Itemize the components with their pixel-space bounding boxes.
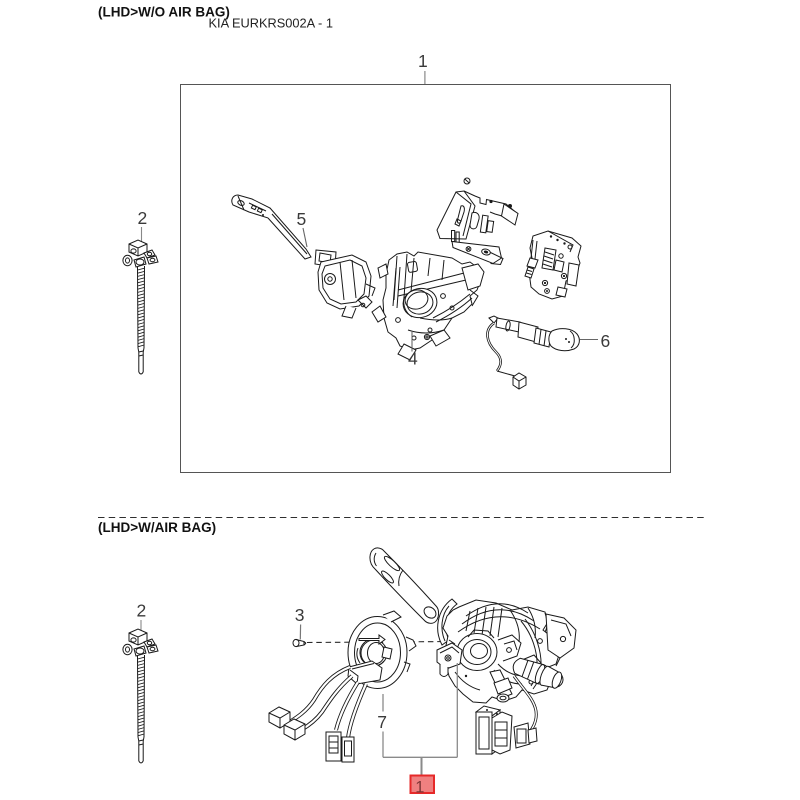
svg-text:4: 4 <box>408 349 418 369</box>
svg-text:5: 5 <box>297 209 307 229</box>
svg-text:7: 7 <box>377 712 387 732</box>
svg-text:(LHD>W/O AIR BAG): (LHD>W/O AIR BAG) <box>98 5 230 20</box>
svg-text:3: 3 <box>295 605 305 625</box>
svg-text:1: 1 <box>415 779 424 797</box>
svg-text:1: 1 <box>418 51 428 71</box>
svg-text:(LHD>W/AIR BAG): (LHD>W/AIR BAG) <box>98 520 216 535</box>
svg-text:2: 2 <box>138 208 148 228</box>
svg-text:2: 2 <box>137 601 147 621</box>
svg-text:6: 6 <box>601 331 611 351</box>
svg-text:KIA EURKRS002A - 1: KIA EURKRS002A - 1 <box>209 16 333 31</box>
